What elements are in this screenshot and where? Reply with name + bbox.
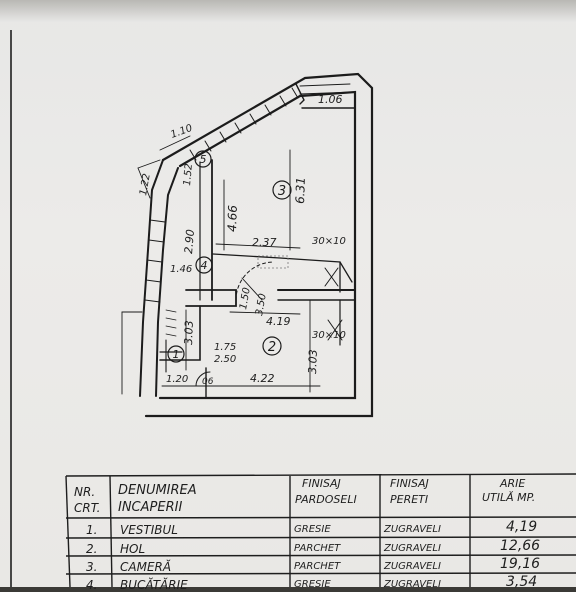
dim-30x10-a: 30×10 [312,236,346,247]
row-2-area: 12,66 [500,538,541,554]
header-arie: ARIE [500,477,526,490]
row-3-walls: ZUGRAVELI [384,561,441,572]
row-3-floor: PARCHET [294,561,341,572]
room-markers: 3 2 1 4 5 [167,150,292,363]
row-3-name: CAMERĂ [120,560,172,574]
header-finisaj-floor: FINISAJ [302,477,341,490]
fixture-outline [257,255,289,269]
room-marker-4-label: 4 [201,259,208,272]
room-marker-1-label: 1 [173,348,180,361]
row-2-walls: ZUGRAVELI [384,543,441,554]
table-grid [65,473,576,587]
room-marker-5 [194,150,212,168]
room-marker-3 [272,180,292,200]
header-finisaj-walls: FINISAJ [390,477,429,490]
room-table: NR. CRT. DENUMIREA INCAPERII FINISAJ PAR… [66,476,576,591]
room-marker-1 [167,345,185,363]
row-4-floor: GRESIE [294,579,331,590]
header-incaperii: INCAPERII [118,500,183,515]
row-2-floor: PARCHET [294,543,341,554]
dim-3-03-left: 3.03 [182,320,196,345]
room-marker-4 [195,256,213,274]
dim-3-50: 3.50 [254,293,269,317]
row-3-nr: 3. [86,560,98,574]
dim-4-19: 4.19 [266,315,291,328]
dim-1-75: 1.75 [214,342,236,353]
row-2-name: HOL [120,542,146,556]
row-1-name: VESTIBUL [120,523,178,537]
margin-line [10,30,12,587]
dim-1-10: 1.10 [169,123,194,141]
row-1-floor: GRESIE [294,524,331,535]
dim-4-66: 4.66 [225,205,240,233]
dim-1-06: 1.06 [318,93,343,106]
dim-6-31: 6.31 [293,177,308,204]
header-pereti: PERETI [390,493,429,506]
row-2-nr: 2. [86,542,98,556]
room-marker-3-label: 3 [278,184,286,199]
dim-4-22: 4.22 [250,372,275,385]
row-4-walls: ZUGRAVELI [384,579,441,590]
dim-2-50: 2.50 [214,354,236,365]
dim-1-50: 1.50 [238,287,253,311]
dim-30x10-b: 30×10 [312,330,346,341]
dim-1-52: 1.52 [182,163,195,186]
dim-06: 06 [202,377,214,387]
header-nr: NR. [74,485,96,499]
row-3-area: 19,16 [500,556,541,572]
room-marker-2-label: 2 [268,340,276,355]
header-pardoseli: PARDOSELI [295,493,357,506]
paper-top-shadow [0,0,576,22]
header-crt: CRT. [74,501,101,515]
row-4-nr: 4. [86,578,98,592]
row-1-area: 4,19 [506,519,538,535]
row-4-area: 3,54 [506,574,538,590]
header-denumirea: DENUMIREA [118,483,197,498]
row-1-nr: 1. [86,523,98,537]
plan-walls [121,72,374,418]
header-utila: UTILĂ MP. [482,491,536,504]
dim-1-46: 1.46 [170,264,192,275]
dim-2-90: 2.90 [182,229,197,255]
dim-1-20: 1.20 [166,374,188,385]
row-1-walls: ZUGRAVELI [384,524,441,535]
dimension-labels: 1.06 1.10 1.22 1.52 4.66 6.31 2.90 1.46 … [138,93,346,387]
wall-hatching [189,87,299,161]
room-marker-2 [262,336,282,356]
dim-2-37: 2.37 [252,236,277,249]
dim-1-22: 1.22 [138,173,153,197]
dim-3-03-right: 3.03 [306,349,320,374]
row-4-name: BUCĂTĂRIE [120,578,188,592]
room-marker-5-label: 5 [200,153,207,166]
